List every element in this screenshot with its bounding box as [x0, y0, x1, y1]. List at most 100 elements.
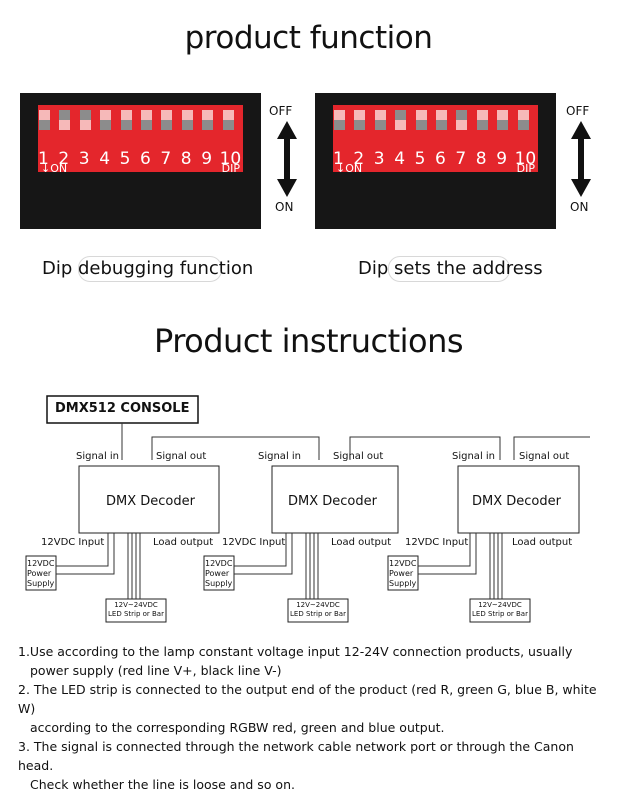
dip-caption-address: Dip sets the address	[358, 258, 543, 279]
dip-switch-slot	[497, 110, 509, 130]
dip-switch-slot	[222, 110, 234, 130]
dip-switch-slot	[334, 110, 345, 130]
dip-switch-knob	[395, 110, 407, 120]
dip-switch-knob	[517, 120, 529, 130]
dip-value-label: 001	[331, 279, 349, 307]
dip-switch-number: 6	[140, 149, 151, 169]
dip-switch-slot	[79, 110, 91, 130]
note-line: 3. The signal is connected through the n…	[18, 739, 574, 773]
load-output-label: Load output	[153, 537, 214, 548]
dip-label: DIP	[516, 162, 535, 175]
note-line: according to the corresponding RGBW red,…	[30, 720, 445, 735]
dip-switch-knob	[436, 120, 447, 130]
dip-switch-knob	[415, 120, 427, 130]
load-output-label: Load output	[331, 537, 392, 548]
on-label: ON	[570, 200, 589, 214]
signal-out-label: Signal out	[156, 451, 207, 462]
dip-switch-knob	[161, 120, 173, 130]
dip-switch-slot	[354, 110, 366, 130]
dip-switch-number: 7	[455, 149, 467, 169]
dip-switch-slot	[456, 110, 468, 130]
dip-switch-knob	[222, 120, 234, 130]
note-line: Check whether the line is loose and so o…	[30, 777, 295, 792]
dip-switch-number: 5	[414, 149, 426, 169]
dip-switch-number: 9	[201, 149, 213, 169]
instruction-notes: 1.Use according to the lamp constant vol…	[18, 642, 608, 794]
signal-in-label: Signal in	[452, 451, 496, 462]
wiring-diagram	[25, 395, 590, 623]
dip-on-label: ↓ON	[336, 162, 363, 175]
dip-switch-slot	[39, 110, 50, 130]
signal-in-label: Signal in	[76, 451, 120, 462]
dip-switch-knob	[354, 120, 366, 130]
off-label: OFF	[269, 104, 293, 118]
caption-pill	[388, 256, 510, 282]
load-output-label: Load output	[512, 537, 573, 548]
dip-switch-knob	[374, 120, 386, 130]
dip-switch-number: 10	[514, 149, 537, 169]
dip-switch-number: 4	[394, 149, 406, 169]
dip-switch-knob	[202, 120, 214, 130]
dmx-decoder-label: DMX Decoder	[106, 494, 195, 509]
dip-switch-slot	[120, 110, 132, 130]
dip-switch-number: 2	[353, 149, 365, 169]
input-label: 12VDC Input	[405, 537, 469, 548]
dip-switch-number: 4	[99, 149, 111, 169]
dip-switch-knob	[59, 110, 71, 120]
dip-switch-slot	[202, 110, 214, 130]
input-label: 12VDC Input	[41, 537, 105, 548]
dip-switch-slot	[141, 110, 152, 130]
dip-switch-number: 8	[180, 149, 192, 169]
dmx-console-label: DMX512 CONSOLE	[55, 401, 190, 416]
on-label: ON	[275, 200, 294, 214]
dip-switch-knob	[100, 120, 112, 130]
note-line: power supply (red line V+, black line V-…	[30, 663, 282, 678]
dip-switch-slot	[395, 110, 407, 130]
dip-switch-knob	[79, 110, 91, 120]
dip-switch-number: 3	[78, 149, 90, 169]
dip-caption-debug: Dip debugging function	[42, 258, 254, 279]
dip-switch-knob	[334, 120, 345, 130]
dip-switch-slot	[415, 110, 427, 130]
up-down-arrow-icon	[277, 121, 297, 197]
dip-label: DIP	[221, 162, 240, 175]
dip-switch-knob	[141, 120, 152, 130]
dip-switch-slot	[517, 110, 529, 130]
off-label: OFF	[566, 104, 590, 118]
dip-switch-slot	[476, 110, 488, 130]
dmx-decoder-label: DMX Decoder	[288, 494, 377, 509]
dip-switch-slot	[59, 110, 71, 130]
dip-switch-slot	[161, 110, 173, 130]
dip-switch-number: 9	[496, 149, 508, 169]
note-line: 1.Use according to the lamp constant vol…	[18, 644, 573, 659]
dip-switch-number: 2	[58, 149, 70, 169]
dip-switch-number: 5	[119, 149, 131, 169]
caption-pill	[78, 256, 222, 282]
up-down-arrow-icon	[571, 121, 591, 197]
dip-switch-number: 7	[160, 149, 172, 169]
signal-out-label: Signal out	[333, 451, 384, 462]
dip-switch-number: 10	[219, 149, 242, 169]
note-line: 2. The LED strip is connected to the out…	[18, 682, 597, 716]
dip-switch-number: 3	[373, 149, 385, 169]
dip-switch-number: 1	[333, 149, 344, 169]
input-label: 12VDC Input	[222, 537, 286, 548]
dip-switch-number: 6	[435, 149, 446, 169]
dip-switch-knob	[120, 120, 132, 130]
page-title: product function	[184, 20, 433, 56]
signal-out-label: Signal out	[519, 451, 570, 462]
dip-switch-slot	[436, 110, 447, 130]
section-title: Product instructions	[153, 322, 464, 360]
dip-switch-slot	[374, 110, 386, 130]
dip-on-label: ↓ON	[41, 162, 68, 175]
